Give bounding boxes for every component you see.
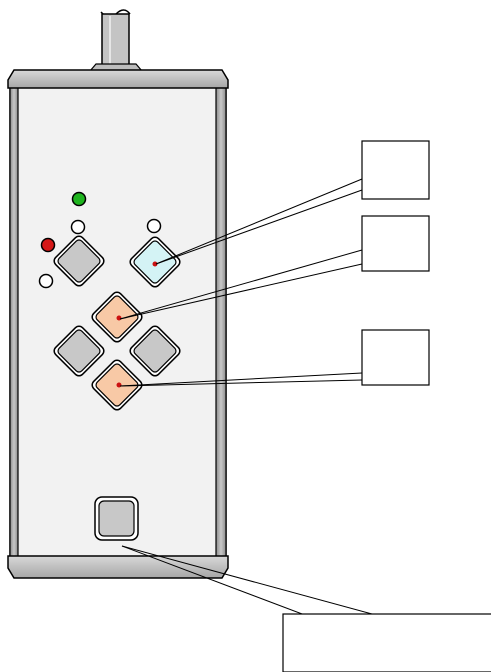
leader-line-2 (119, 249, 363, 320)
callout-box-2 (361, 215, 430, 272)
bottom-square-button[interactable] (94, 496, 139, 541)
callout-box-4 (282, 613, 491, 672)
status-led-off (38, 273, 54, 289)
blue-keychain-button[interactable] (128, 218, 182, 289)
lower-orange-button[interactable] (90, 358, 144, 412)
upper-orange-button[interactable] (90, 290, 144, 344)
status-led-green (71, 191, 87, 207)
power-cable (88, 9, 144, 72)
left-keychain-button[interactable] (52, 219, 106, 288)
right-gray-button[interactable] (128, 324, 182, 378)
bottom-cap (7, 555, 229, 579)
callout-box-1 (361, 140, 430, 200)
top-cap (7, 69, 229, 89)
left-rail (9, 83, 19, 563)
leader-line-1 (155, 178, 363, 265)
status-led-red (40, 237, 56, 253)
left-gray-button[interactable] (52, 324, 106, 378)
right-rail (215, 83, 227, 563)
callout-box-3 (361, 329, 430, 386)
leader-line-3 (119, 372, 363, 387)
